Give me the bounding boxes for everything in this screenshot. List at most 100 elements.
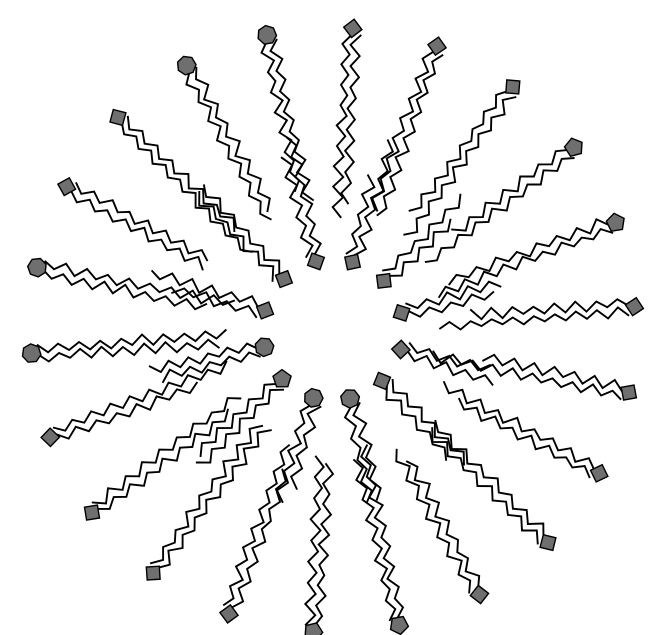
outer-lipid	[331, 18, 363, 219]
fatty-acid-tail	[385, 384, 448, 461]
fatty-acid-tail	[481, 353, 624, 393]
fatty-acid-tail	[195, 66, 271, 213]
head-group-pentagon	[272, 368, 292, 388]
fatty-acid-tail	[91, 397, 242, 505]
outer-lipid	[218, 443, 291, 624]
inner-lipid	[392, 280, 502, 322]
outer-lipid	[352, 444, 410, 635]
fatty-acid-tail	[70, 190, 204, 271]
inner-lipid	[343, 139, 395, 271]
outer-lipid	[56, 176, 209, 271]
fatty-acid-tail	[44, 260, 236, 307]
fatty-acid-tail	[406, 290, 495, 318]
inner-leaflet	[148, 136, 502, 504]
fatty-acid-tail	[405, 280, 502, 310]
head-group-square	[83, 504, 101, 521]
fatty-acid-tail	[438, 306, 630, 331]
outer-lipid	[371, 36, 448, 217]
fatty-acid-tail	[148, 342, 260, 374]
outer-leaflet	[21, 18, 645, 635]
fatty-acid-tail	[199, 382, 279, 458]
head-group-pentagon	[605, 212, 625, 232]
fatty-acid-tail	[161, 351, 261, 384]
outer-lipid	[40, 360, 228, 448]
fatty-acid-tail	[269, 38, 315, 202]
head-group-square	[40, 427, 61, 448]
fatty-acid-tail	[52, 360, 228, 432]
head-group-square	[392, 303, 411, 322]
head-group-square	[375, 272, 392, 289]
fatty-acid-tail	[42, 268, 208, 311]
head-group-heptagon	[26, 257, 47, 278]
fatty-acid-tail	[156, 429, 272, 570]
fatty-acid-tail	[352, 401, 382, 501]
inner-lipid	[375, 193, 462, 289]
fatty-acid-tail	[280, 156, 314, 259]
fatty-acid-tail	[55, 381, 199, 440]
fatty-acid-tail	[382, 193, 462, 272]
fatty-acid-tail	[222, 443, 291, 607]
head-group-square	[589, 463, 609, 483]
outer-lipid	[431, 419, 557, 552]
head-group-square	[274, 269, 294, 289]
head-group-heptagon	[340, 389, 361, 409]
outer-lipid	[176, 55, 272, 221]
head-group-square	[342, 18, 363, 39]
fatty-acid-tail	[285, 136, 322, 257]
inner-lipid	[390, 339, 494, 386]
fatty-acid-tail	[275, 403, 314, 504]
fatty-acid-tail	[352, 139, 395, 257]
head-group-heptagon	[21, 343, 42, 363]
head-group-square	[218, 603, 240, 624]
head-group-square	[109, 108, 127, 127]
head-group-square	[56, 176, 77, 197]
fatty-acid-tail	[149, 424, 264, 565]
head-group-square	[343, 253, 362, 271]
head-group-square	[390, 339, 412, 360]
head-group-square	[145, 565, 161, 581]
fatty-acid-tail	[345, 174, 376, 255]
outer-lipid	[442, 380, 609, 483]
fatty-acid-tail	[343, 403, 373, 504]
fatty-acid-tail	[37, 338, 221, 363]
fatty-acid-tail	[36, 328, 228, 354]
fatty-acid-tail	[434, 419, 545, 539]
fatty-acid-tail	[387, 218, 452, 277]
fatty-acid-tail	[171, 287, 258, 319]
outer-lipid	[21, 328, 228, 363]
inner-lipid	[195, 368, 292, 464]
outer-lipid	[303, 455, 335, 635]
fatty-acid-tail	[424, 157, 575, 264]
head-group-heptagon	[254, 337, 275, 358]
outer-lipid	[403, 79, 521, 236]
fatty-acid-tail	[395, 448, 472, 594]
fatty-acid-tail	[408, 90, 509, 212]
head-group-heptagon	[304, 387, 324, 408]
fatty-acid-tail	[198, 190, 275, 282]
head-group-square	[539, 533, 557, 552]
outer-lipid	[437, 212, 625, 299]
inner-lipid	[150, 269, 275, 320]
fatty-acid-tail	[352, 458, 397, 622]
fatty-acid-tail	[408, 341, 492, 372]
fatty-acid-tail	[150, 269, 260, 310]
outer-lipid	[83, 397, 242, 521]
fatty-acid-tail	[331, 33, 353, 219]
inner-lipid	[198, 184, 294, 289]
head-group-square	[306, 252, 326, 271]
fatty-acid-tail	[340, 34, 362, 205]
fatty-acid-tail	[202, 184, 281, 276]
head-group-square	[469, 584, 490, 605]
inner-lipid	[280, 136, 326, 271]
head-group-square	[620, 384, 638, 401]
head-group-pentagon	[389, 615, 410, 635]
fatty-acid-tail	[437, 227, 614, 299]
head-group-square	[372, 371, 392, 391]
head-group-square	[505, 79, 521, 95]
fatty-acid-tail	[451, 148, 569, 232]
fatty-acid-tail	[448, 218, 611, 286]
head-group-heptagon	[257, 24, 278, 45]
fatty-acid-tail	[230, 468, 287, 609]
fatty-acid-tail	[403, 96, 517, 236]
